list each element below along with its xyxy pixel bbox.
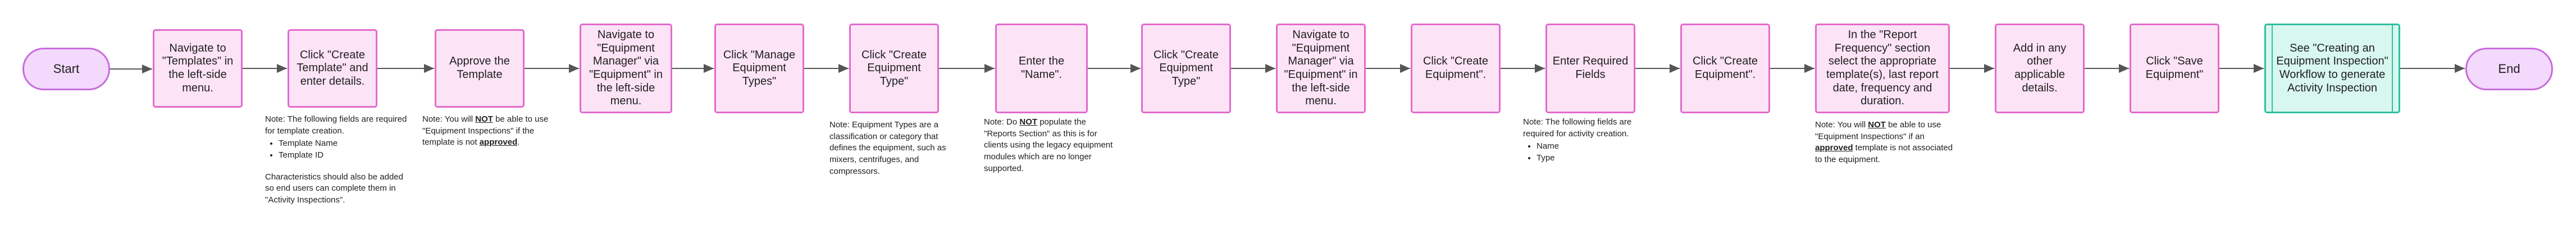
step-navigate-equipment-manager: Navigate to "Equipment Manager" via "Equ… [580, 24, 672, 113]
note-text: populate the "Reports Section" as this i… [984, 117, 1113, 173]
subprocess-label: See "Creating an Equipment Inspection" W… [2272, 25, 2393, 112]
step-create-equipment-type-confirm: Click "Create Equipment Type" [1141, 24, 1231, 113]
note-list-item: Template ID [279, 150, 411, 162]
note-emphasis: approved [1815, 143, 1853, 153]
note-text: be able to use "Equipment Inspections" i… [1815, 120, 1941, 141]
note-approved-template: Note: You will NOT be able to use "Equip… [1815, 119, 1961, 166]
step-save-equipment: Click "Save Equipment" [2130, 24, 2219, 113]
start-node: Start [22, 48, 110, 90]
note-list-item: Type [1537, 153, 1652, 164]
note-emphasis: NOT [1868, 120, 1886, 130]
step-manage-equipment-types: Click "Manage Equipment Types" [714, 24, 804, 113]
note-template-fields-extra: Characteristics should also be added so … [265, 172, 403, 205]
step-approve-template: Approve the Template [435, 29, 525, 108]
note-approval-required: Note: You will NOT be able to use "Equip… [422, 114, 557, 149]
step-enter-name: Enter the "Name". [995, 24, 1088, 113]
step-report-frequency: In the "Report Frequency" section select… [1815, 24, 1950, 113]
step-create-template: Click "Create Template" and enter detail… [288, 29, 377, 108]
step-enter-required-fields: Enter Required Fields [1545, 24, 1635, 113]
step-navigate-templates: Navigate to "Templates" in the left-side… [153, 29, 243, 108]
note-template-fields-list: Template Name Template ID [265, 138, 411, 161]
note-template-fields-intro: Note: The following fields are required … [265, 114, 407, 136]
end-node: End [2465, 48, 2553, 90]
note-list-item: Template Name [279, 138, 411, 150]
step-add-details: Add in any other applicable details. [1995, 24, 2085, 113]
note-text: be able to use "Equipment Inspections" i… [422, 114, 549, 148]
note-text: Note: Do [984, 117, 1020, 127]
note-text: . [517, 137, 520, 148]
note-text: template is not associated to the equipm… [1815, 143, 1953, 165]
note-template-fields: Note: The following fields are required … [265, 114, 411, 206]
note-activity-fields-list: Name Type [1523, 141, 1652, 164]
note-activity-fields: Note: The following fields are required … [1523, 117, 1652, 164]
step-create-equipment-2: Click "Create Equipment". [1680, 24, 1770, 113]
note-text: Note: You will [1815, 120, 1868, 130]
note-equipment-types: Note: Equipment Types are a classificati… [829, 120, 946, 176]
step-create-equipment-type: Click "Create Equipment Type" [849, 24, 939, 113]
note-list-item: Name [1537, 141, 1652, 153]
note-activity-fields-intro: Note: The following fields are required … [1523, 117, 1632, 139]
note-emphasis: NOT [1019, 117, 1038, 127]
note-reports-section: Note: Do NOT populate the "Reports Secti… [984, 117, 1113, 174]
note-emphasis: NOT [475, 114, 493, 124]
step-create-equipment: Click "Create Equipment". [1411, 24, 1501, 113]
note-emphasis: approved [479, 137, 518, 148]
step-navigate-equipment-manager-2: Navigate to "Equipment Manager" via "Equ… [1276, 24, 1366, 113]
subprocess-equipment-inspection: See "Creating an Equipment Inspection" W… [2264, 24, 2400, 113]
note-text: Note: You will [422, 114, 476, 124]
